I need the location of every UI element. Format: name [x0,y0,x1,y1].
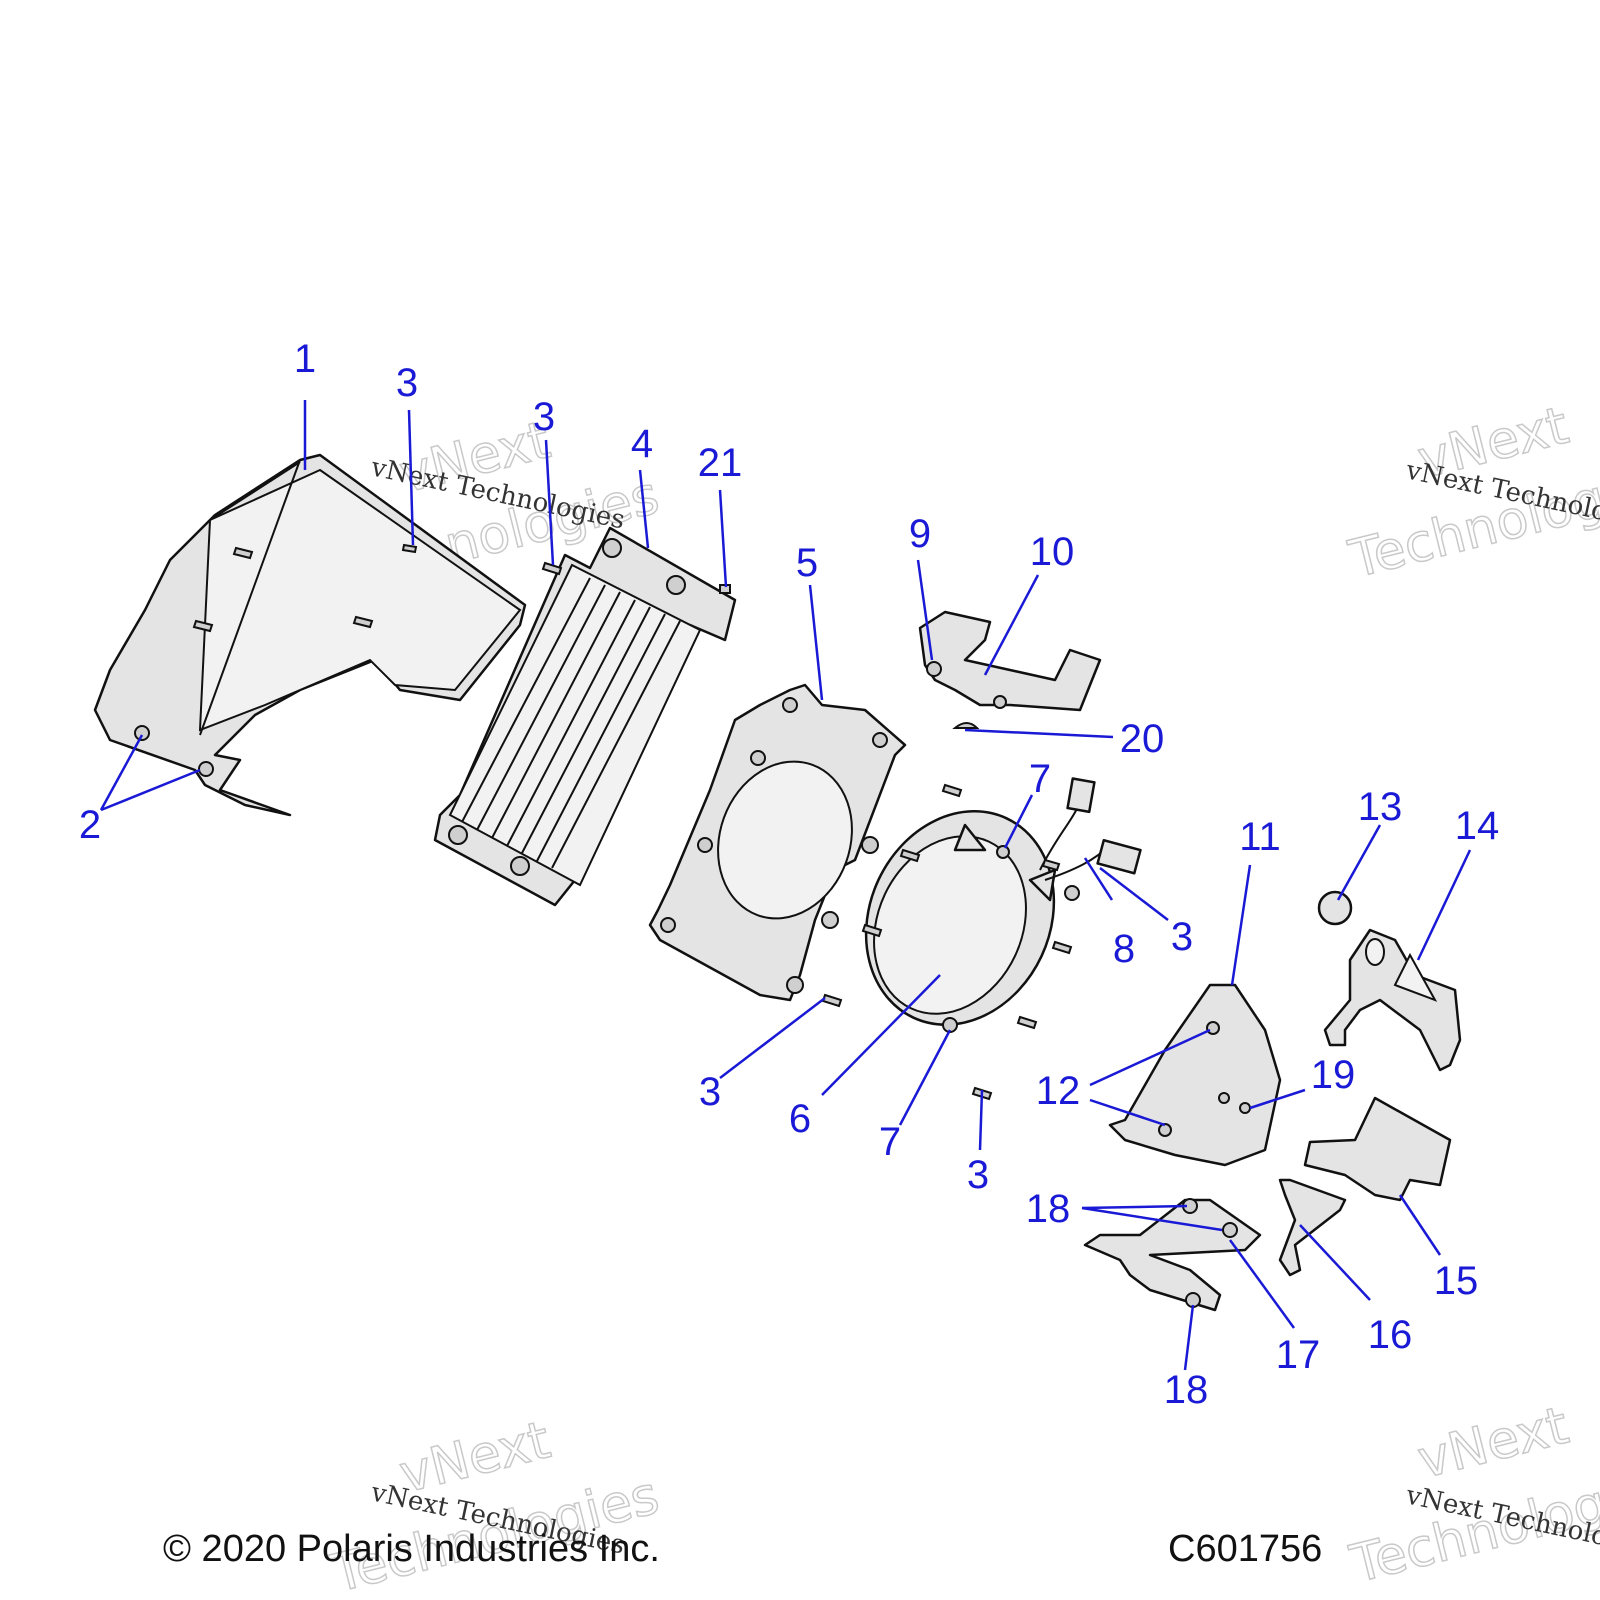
part-bracket-14 [1317,890,1462,1072]
callout-3e: 3 [967,1153,989,1197]
callout-12: 12 [1036,1069,1081,1113]
part-heat-shield [1108,983,1282,1167]
part-shroud [93,453,527,817]
callout-10: 10 [1030,530,1075,574]
watermark-vnext: vNext [1412,1396,1574,1491]
callout-3c: 3 [699,1070,721,1114]
callout-13: 13 [1358,785,1403,829]
watermark-bottom-right: vNext Technologies [1344,1395,1600,1596]
callout-19: 19 [1311,1053,1356,1097]
callout-21: 21 [698,441,743,485]
callout-15: 15 [1434,1259,1479,1303]
callout-7a: 7 [1029,757,1051,801]
part-bracket-17 [1083,1198,1262,1312]
fasteners [541,561,1080,1101]
callout-3a: 3 [396,361,418,405]
callout-14: 14 [1455,804,1500,848]
callout-18b: 18 [1164,1368,1209,1412]
part-fan [864,777,1142,1033]
callout-4: 4 [631,422,653,466]
callout-16: 16 [1368,1313,1413,1357]
part-fan-plate [648,683,907,1002]
callout-3b: 3 [533,395,555,439]
callout-3d: 3 [1171,915,1193,959]
callout-18a: 18 [1026,1187,1071,1231]
copyright-notice: © 2020 Polaris Industries Inc. [163,1528,660,1570]
callout-11: 11 [1239,815,1281,859]
callout-6: 6 [789,1097,811,1141]
part-radiator [433,526,737,907]
callout-20: 20 [1120,717,1165,761]
callout-7b: 7 [879,1120,901,1164]
part-bracket-upper [918,610,1102,729]
leader-lines [99,400,1472,1371]
callout-5: 5 [796,541,818,585]
callout-8: 8 [1113,927,1135,971]
callout-labels: 1 2 3 3 3 4 21 5 9 10 20 7 7 8 3 3 6 11 … [79,337,1499,1412]
callout-17: 17 [1276,1333,1321,1377]
part-plate-15 [1303,1096,1452,1202]
part-brace-16 [1278,1178,1347,1277]
callout-2: 2 [79,803,101,847]
callout-1: 1 [294,337,316,381]
callout-9: 9 [909,512,931,556]
figure-id: C601756 [1168,1528,1323,1570]
